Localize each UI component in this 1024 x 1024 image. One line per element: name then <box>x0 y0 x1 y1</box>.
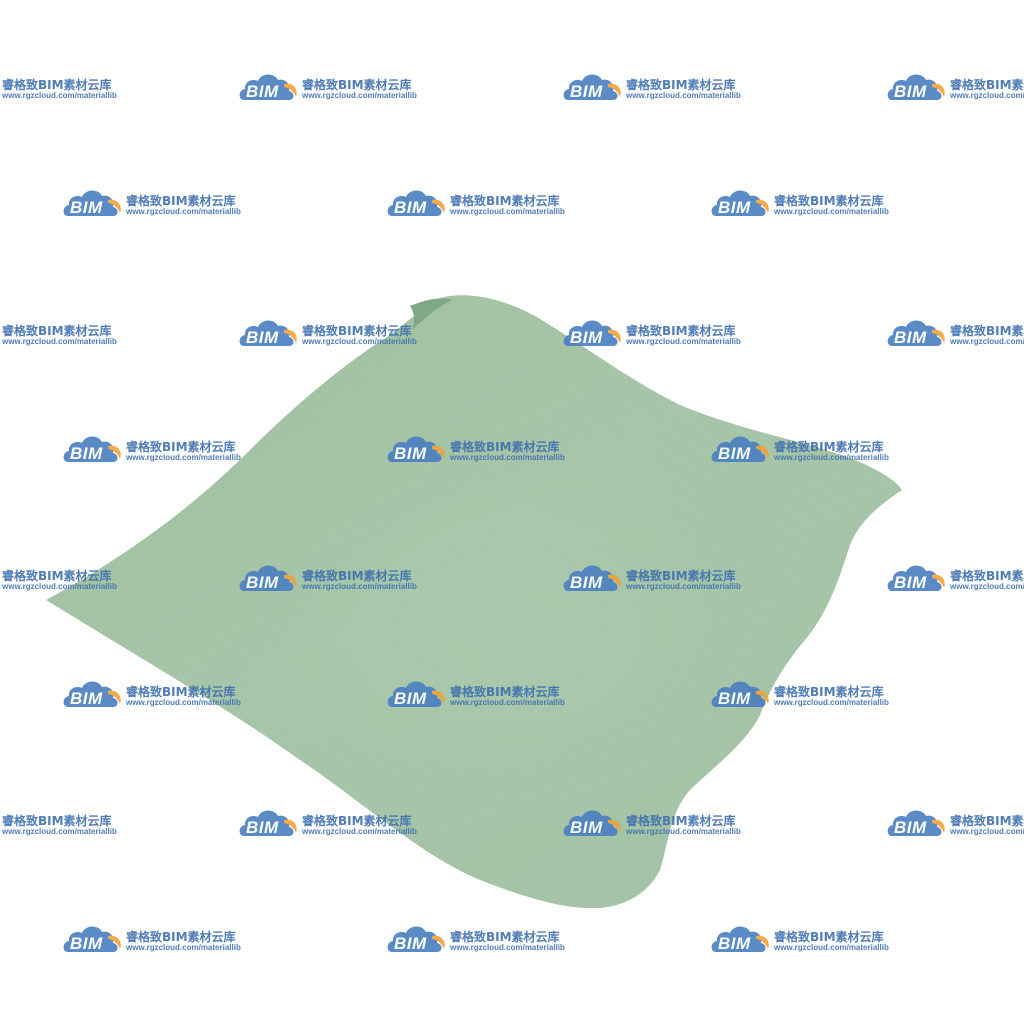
cloth-top-fold <box>410 298 452 330</box>
cloth-texture <box>46 295 902 909</box>
